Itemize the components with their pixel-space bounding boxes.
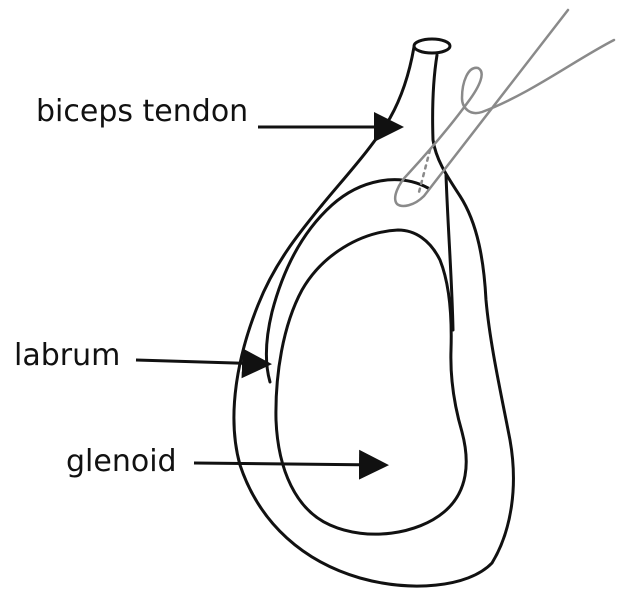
glenoid-arrow xyxy=(194,463,383,465)
tendon-top-ellipse xyxy=(414,39,450,53)
glenoid-outline xyxy=(276,230,466,534)
label-glenoid: glenoid xyxy=(66,447,177,477)
label-labrum: labrum xyxy=(14,341,120,371)
label-biceps-tendon: biceps tendon xyxy=(36,97,248,127)
labrum-inner-outline xyxy=(267,180,429,382)
labrum-arrow xyxy=(136,360,266,364)
